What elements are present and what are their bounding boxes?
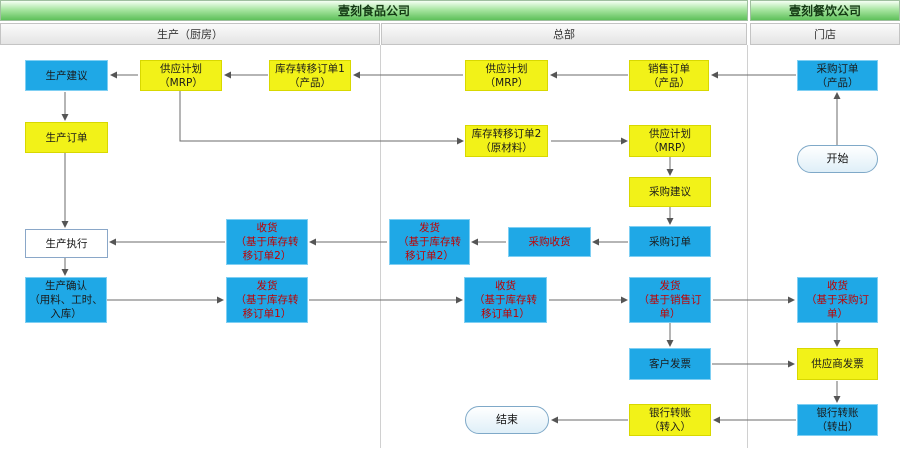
company-name-food: 壹刻食品公司 bbox=[337, 4, 410, 18]
node-supply-plan-c: 供应计划 （MRP） bbox=[629, 125, 711, 157]
node-supplier-invoice: 供应商发票 bbox=[797, 348, 878, 380]
lane-header-production: 生产（厨房） bbox=[0, 23, 380, 45]
node-prod-confirm: 生产确认 （用料、工时、 入库） bbox=[25, 277, 107, 323]
node-store-receive: 收货 （基于采购订 单） bbox=[797, 277, 878, 323]
node-receive-2: 收货 （基于库存转 移订单2） bbox=[226, 219, 308, 265]
node-ship-sales: 发货 （基于销售订 单） bbox=[629, 277, 711, 323]
node-store-purchase-order: 采购订单 （产品） bbox=[797, 60, 878, 91]
node-transfer-order-1: 库存转移订单1 （产品） bbox=[269, 60, 351, 91]
node-ship-1: 发货 （基于库存转 移订单1） bbox=[226, 277, 308, 323]
lane-divider-2 bbox=[747, 45, 748, 448]
node-end: 结束 bbox=[465, 406, 549, 434]
company-header-food: 壹刻食品公司 bbox=[0, 0, 748, 21]
node-prod-exec: 生产执行 bbox=[25, 229, 108, 258]
edge-plan-a-to-transfer2 bbox=[179, 91, 464, 145]
lane-header-hq: 总部 bbox=[381, 23, 747, 45]
node-ship-2: 发货 （基于库存转 移订单2） bbox=[389, 219, 470, 265]
node-prod-suggest: 生产建议 bbox=[25, 60, 108, 91]
node-bank-out: 银行转账 （转出） bbox=[797, 404, 878, 436]
node-sales-order: 销售订单 （产品） bbox=[629, 60, 709, 91]
node-customer-invoice: 客户发票 bbox=[629, 348, 711, 380]
node-transfer-order-2: 库存转移订单2 （原材料） bbox=[465, 125, 548, 157]
company-name-catering: 壹刻餐饮公司 bbox=[788, 4, 861, 18]
company-header-catering: 壹刻餐饮公司 bbox=[750, 0, 900, 21]
node-start: 开始 bbox=[797, 145, 878, 173]
node-supply-plan-b: 供应计划 （MRP） bbox=[465, 60, 548, 91]
node-receive-1: 收货 （基于库存转 移订单1） bbox=[464, 277, 547, 323]
node-prod-order: 生产订单 bbox=[25, 122, 108, 153]
node-supply-plan-a: 供应计划 （MRP） bbox=[140, 60, 222, 91]
node-hq-purchase-order: 采购订单 bbox=[629, 226, 711, 257]
node-purchase-suggest: 采购建议 bbox=[629, 177, 711, 207]
node-bank-in: 银行转账 （转入） bbox=[629, 404, 711, 436]
node-purchase-receive: 采购收货 bbox=[508, 227, 591, 257]
lane-header-store: 门店 bbox=[750, 23, 900, 45]
lane-divider-1 bbox=[380, 45, 381, 448]
